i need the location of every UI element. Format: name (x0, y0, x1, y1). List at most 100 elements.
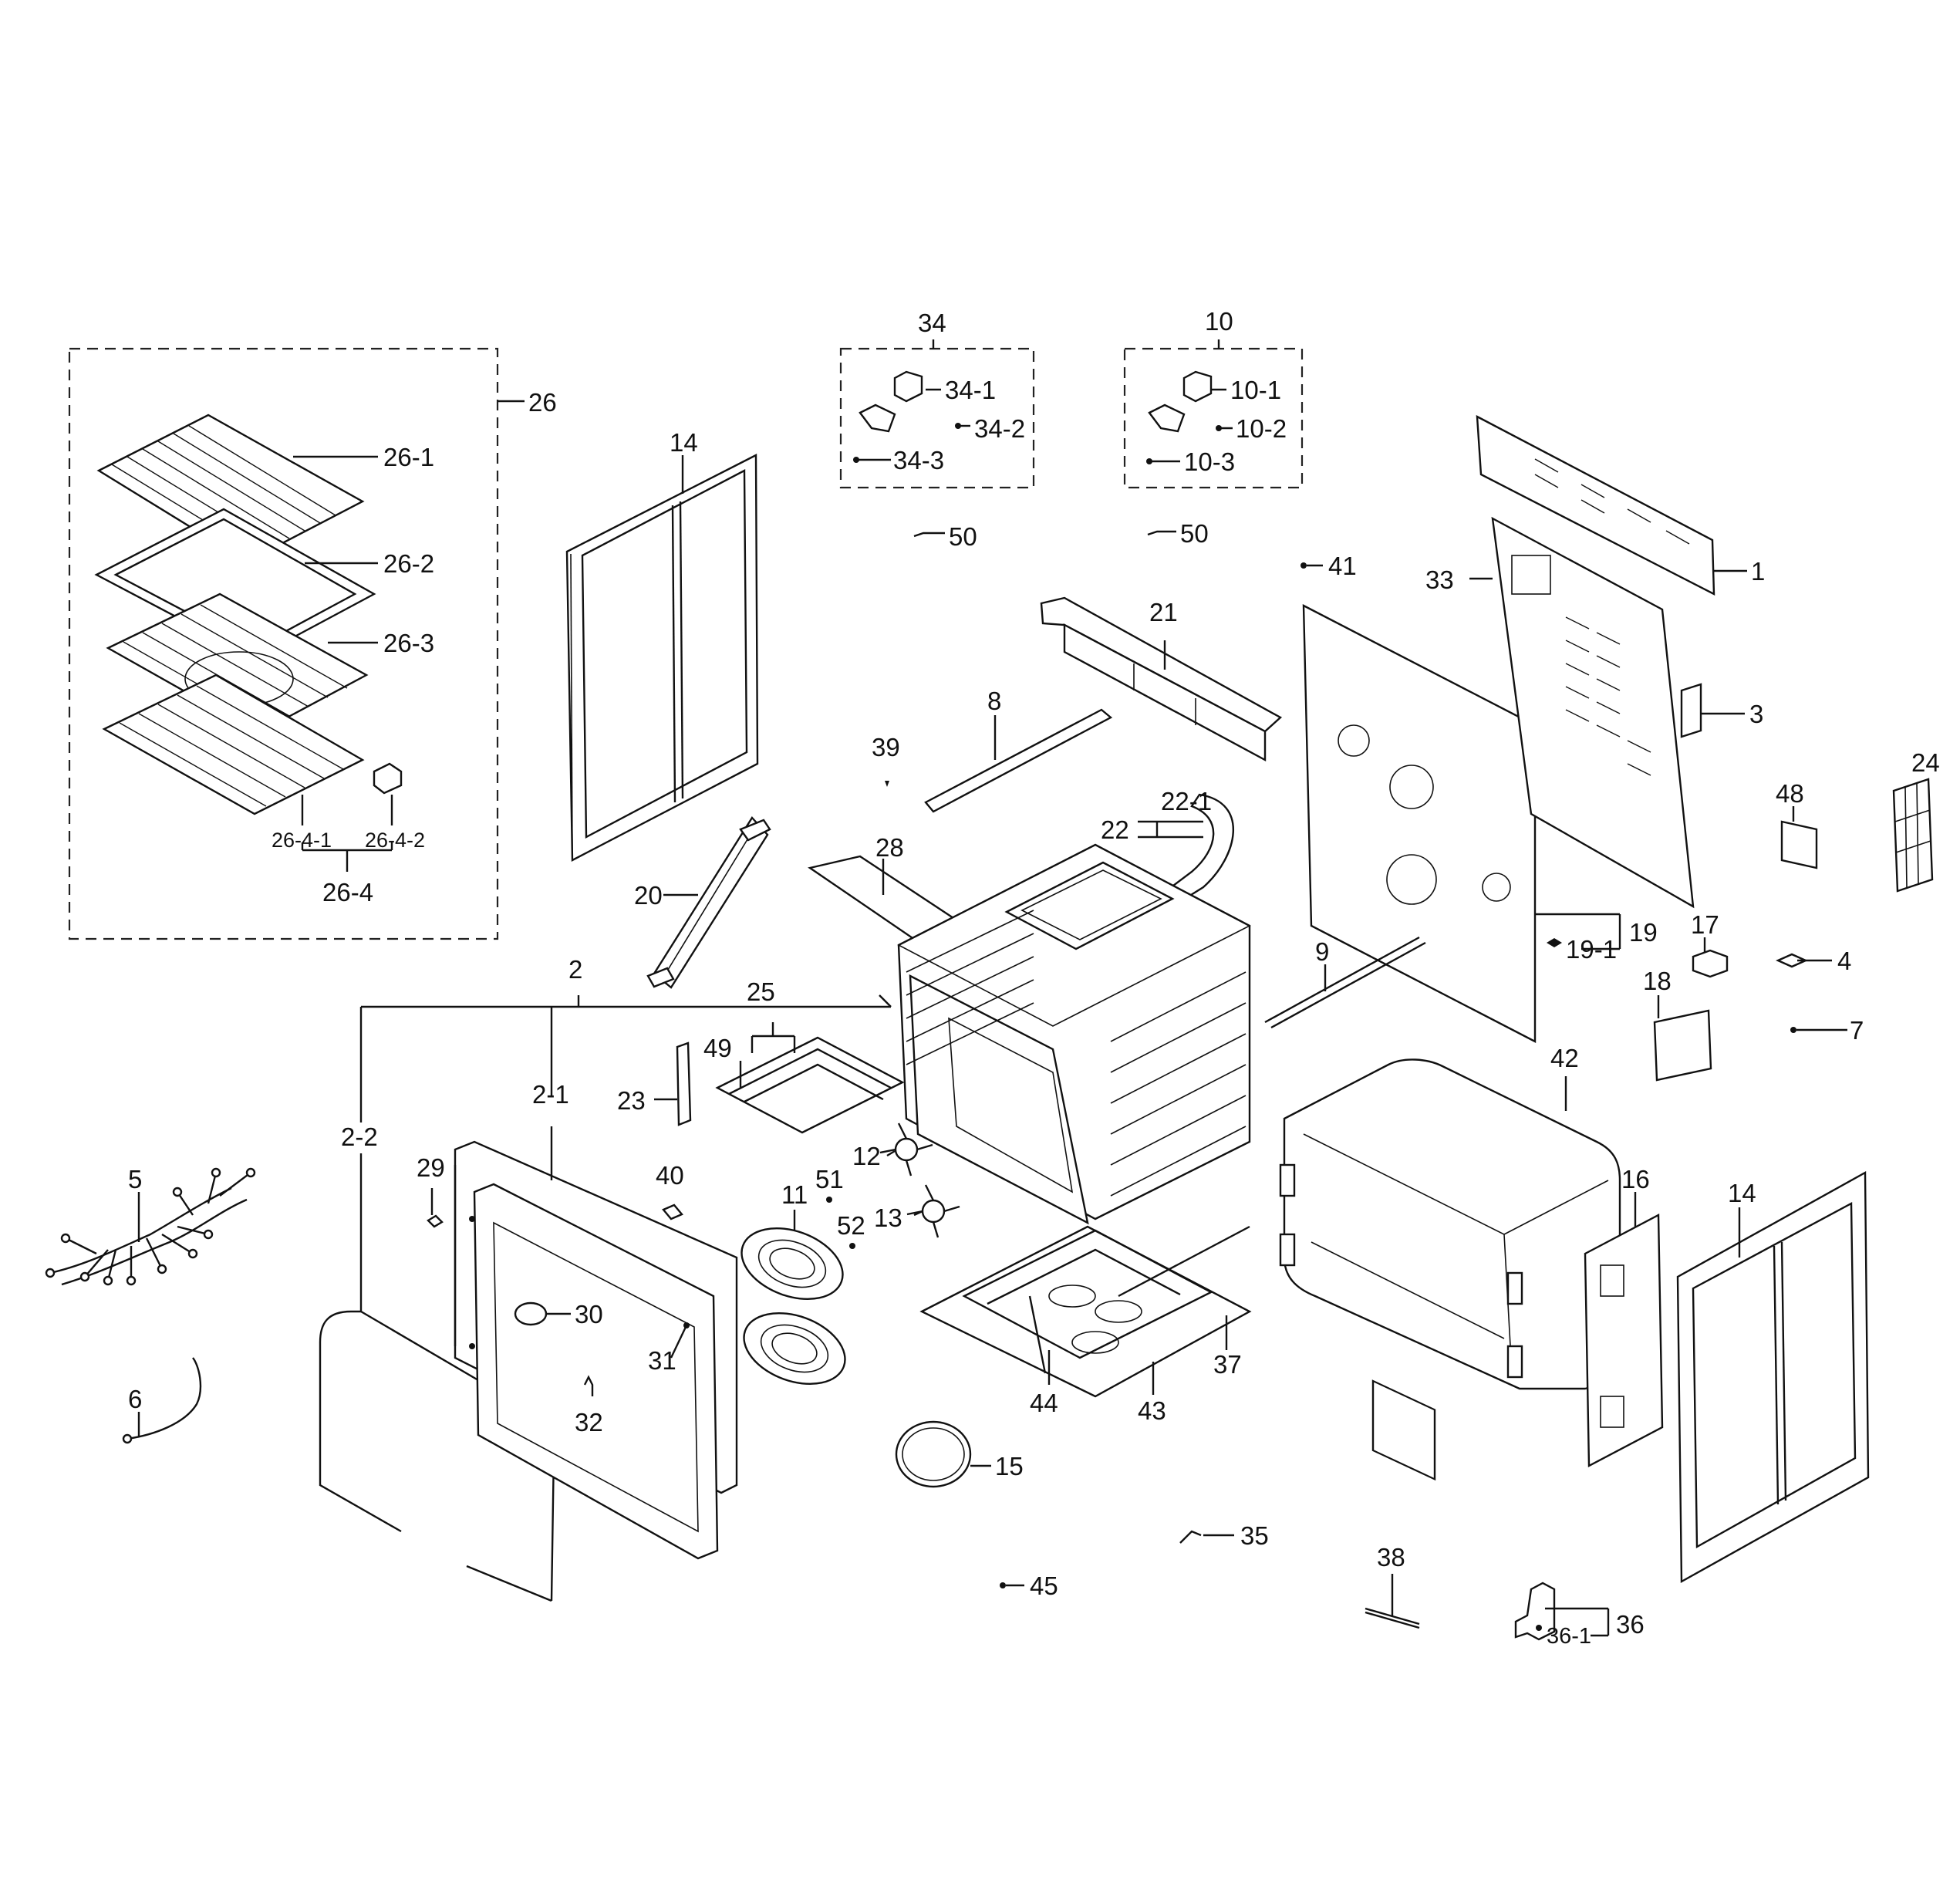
label-10-1: 10-1 (1230, 376, 1281, 404)
part-5-wire-harness (45, 1167, 256, 1286)
part-48-plate (1780, 820, 1818, 869)
label-29: 29 (417, 1153, 445, 1182)
part-20-bracket (646, 816, 771, 989)
label-30: 30 (575, 1300, 603, 1328)
screw-41 (1300, 562, 1307, 569)
side-panel-14-right (1676, 1170, 1870, 1584)
label-20: 20 (634, 881, 663, 910)
label-48: 48 (1776, 779, 1804, 808)
label-43: 43 (1138, 1396, 1166, 1425)
label-24: 24 (1911, 748, 1940, 777)
label-34: 34 (918, 309, 946, 337)
label-26: 26 (528, 388, 557, 417)
label-26-2: 26-2 (383, 549, 434, 578)
label-34-2: 34-2 (974, 414, 1025, 443)
label-26-4: 26-4 (322, 878, 373, 906)
door-frame (473, 1183, 719, 1560)
part-1-top-back-panel (1476, 414, 1747, 596)
side-panel-14-left (565, 454, 759, 862)
part-42-outer-wrapper (1279, 1058, 1621, 1390)
label-14-right: 14 (1728, 1179, 1756, 1207)
label-41: 41 (1328, 552, 1357, 580)
oven-cavity (808, 843, 1251, 1225)
label-7: 7 (1850, 1016, 1864, 1045)
label-38: 38 (1377, 1543, 1405, 1571)
part-12-fan (879, 1122, 933, 1177)
part-19-rear-plate (1302, 604, 1621, 1481)
part-23-bracket (676, 1041, 692, 1126)
rack-kit-26 (68, 347, 525, 940)
label-49: 49 (703, 1034, 732, 1062)
part-6-cable (127, 1357, 202, 1440)
label-26-4-1: 26-4-1 (272, 829, 332, 852)
label-12: 12 (852, 1142, 881, 1170)
label-28: 28 (875, 833, 904, 862)
label-50-left: 50 (949, 522, 977, 551)
hinge-34-1b (859, 403, 896, 433)
screw-52 (849, 1243, 855, 1249)
part-8-bracket (924, 708, 1113, 813)
clip-39 (885, 781, 889, 787)
label-16: 16 (1621, 1165, 1650, 1193)
part-9-rod (1264, 936, 1420, 1024)
part-24-filter (1892, 778, 1934, 893)
label-37: 37 (1213, 1350, 1242, 1379)
label-31: 31 (648, 1346, 676, 1375)
oven-rack-26-4 (102, 673, 365, 815)
part-30-knob (514, 1301, 548, 1326)
part-16-side-bracket (1584, 1192, 1664, 1467)
hinge-34-1 (893, 370, 923, 403)
label-2: 2 (568, 955, 582, 984)
label-6: 6 (128, 1385, 142, 1413)
part-13-fan (906, 1184, 960, 1238)
label-34-1: 34-1 (945, 376, 996, 404)
part-36-bracket (1514, 1582, 1610, 1641)
kit-10-dashed-frame (1123, 347, 1304, 489)
part-29-clip (427, 1214, 444, 1228)
rack-clip-26-4-2 (373, 762, 403, 795)
label-3: 3 (1749, 700, 1763, 728)
hinge-10-1b (1148, 403, 1186, 433)
screw-51 (826, 1197, 832, 1203)
label-45: 45 (1030, 1571, 1058, 1600)
label-52: 52 (837, 1211, 865, 1240)
part-15-ring (895, 1420, 972, 1488)
label-42: 42 (1550, 1044, 1579, 1072)
label-36-1: 36-1 (1547, 1624, 1591, 1649)
label-35: 35 (1240, 1521, 1269, 1550)
label-15: 15 (995, 1452, 1024, 1480)
label-19-1: 19-1 (1566, 935, 1617, 964)
label-26-4-2: 26-4-2 (365, 829, 425, 852)
part-11-fan-cover-upper (740, 1227, 844, 1301)
label-23: 23 (617, 1086, 646, 1115)
part-25-broil-element (715, 1022, 905, 1134)
hinge-kit-10 (1123, 339, 1304, 489)
label-11: 11 (781, 1180, 808, 1209)
screw-50-right (1147, 530, 1176, 536)
door-gasket-2-2 (319, 1310, 402, 1533)
label-5: 5 (128, 1165, 142, 1193)
label-21: 21 (1149, 598, 1178, 626)
part-19-1 (1547, 938, 1562, 947)
screw-32 (583, 1375, 594, 1396)
label-36: 36 (1616, 1610, 1645, 1639)
screw-45 (1000, 1582, 1006, 1588)
label-1: 1 (1751, 557, 1765, 586)
part-3-bracket (1680, 683, 1702, 738)
kit-34-dashed-frame (839, 347, 1035, 489)
part-21-top-bracket (1040, 596, 1283, 762)
part-40-clip (662, 1204, 683, 1220)
screw-7 (1790, 1027, 1796, 1033)
label-2-2: 2-2 (341, 1122, 378, 1151)
part-37-bake-element-tray (919, 1225, 1252, 1398)
label-26-1: 26-1 (383, 443, 434, 471)
label-34-3: 34-3 (893, 446, 944, 474)
label-10-2: 10-2 (1236, 414, 1287, 443)
label-40: 40 (656, 1161, 684, 1190)
label-44: 44 (1030, 1389, 1058, 1417)
label-51: 51 (815, 1165, 844, 1193)
label-26-3: 26-3 (383, 629, 434, 657)
label-2-1: 2-1 (532, 1080, 569, 1109)
label-25: 25 (747, 977, 775, 1006)
part-33-back-panel (1469, 516, 1695, 909)
